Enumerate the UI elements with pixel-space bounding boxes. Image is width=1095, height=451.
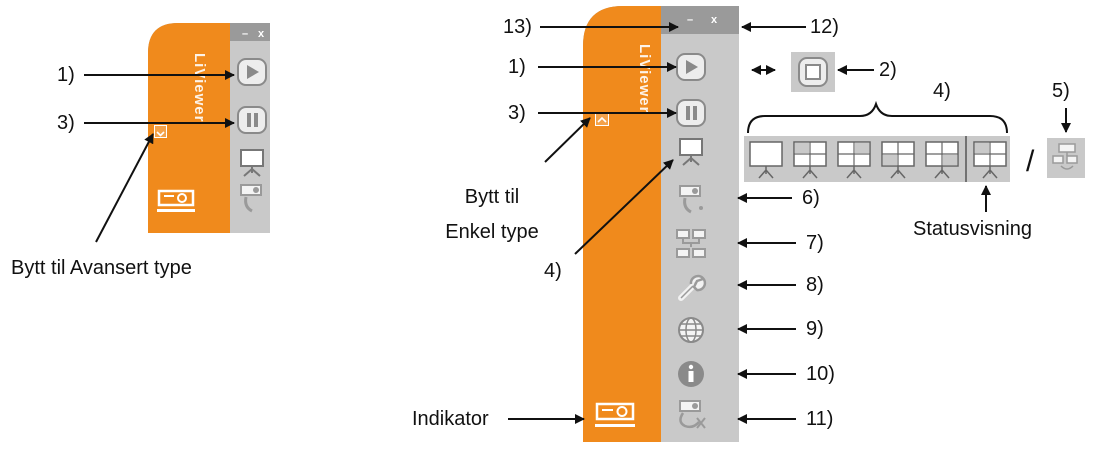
presentation-icon bbox=[679, 138, 703, 166]
split-layout-button-6[interactable] bbox=[973, 141, 1007, 179]
split-layout-button-1[interactable] bbox=[749, 141, 783, 179]
info-icon bbox=[678, 361, 704, 387]
close-button[interactable]: x bbox=[710, 14, 718, 26]
advanced-panel: – x LiViewer bbox=[583, 6, 739, 442]
presentation-button[interactable] bbox=[232, 145, 272, 179]
collapse-button[interactable] bbox=[595, 112, 609, 126]
label-slash: / bbox=[1026, 145, 1035, 178]
label-play-simple: 1) bbox=[57, 64, 75, 86]
label-control: 6) bbox=[802, 187, 820, 209]
label-disconnect: 11) bbox=[806, 408, 834, 430]
network-icon bbox=[676, 229, 706, 258]
split-layout-button-3[interactable] bbox=[837, 141, 871, 179]
globe-icon bbox=[678, 317, 704, 343]
label-network: 7) bbox=[806, 232, 824, 254]
split-view-strip bbox=[744, 136, 1010, 182]
label-switch-simple-1: Bytt til bbox=[464, 186, 520, 208]
minimize-button[interactable]: – bbox=[241, 28, 249, 40]
label-switch-simple-2: Enkel type bbox=[445, 221, 539, 243]
disconnect-icon bbox=[679, 400, 706, 429]
split-layout-button-2[interactable] bbox=[793, 141, 827, 179]
presentation-button[interactable] bbox=[671, 134, 711, 168]
wrench-icon bbox=[678, 274, 707, 301]
label-status: Statusvisning bbox=[913, 218, 1032, 240]
projector-control-icon bbox=[679, 185, 703, 214]
label-presentation: 4) bbox=[544, 260, 562, 282]
play-button[interactable] bbox=[232, 55, 272, 89]
label-switch-advanced: Bytt til Avansert type bbox=[11, 257, 192, 279]
pause-button[interactable] bbox=[671, 96, 711, 130]
pause-icon bbox=[676, 99, 706, 127]
projector-indicator bbox=[156, 187, 196, 217]
expand-button[interactable] bbox=[154, 125, 167, 138]
status-view-icon bbox=[1052, 143, 1078, 170]
pause-icon bbox=[237, 106, 267, 134]
label-pause: 3) bbox=[508, 102, 526, 124]
close-button[interactable]: x bbox=[257, 28, 265, 40]
info-button[interactable] bbox=[671, 357, 711, 391]
web-button[interactable] bbox=[671, 313, 711, 347]
split-layout-button-5[interactable] bbox=[925, 141, 959, 179]
play-button[interactable] bbox=[671, 50, 711, 84]
pause-button[interactable] bbox=[232, 103, 272, 137]
expand-icon bbox=[156, 131, 165, 137]
settings-button[interactable] bbox=[671, 270, 711, 304]
status-view-button[interactable] bbox=[1047, 138, 1085, 178]
minimize-button[interactable]: – bbox=[686, 14, 694, 26]
disconnect-button[interactable] bbox=[671, 398, 711, 432]
collapse-icon bbox=[597, 116, 607, 123]
label-minimize: 13) bbox=[503, 16, 532, 38]
label-play: 1) bbox=[508, 56, 526, 78]
label-pause-simple: 3) bbox=[57, 112, 75, 134]
projector-control-button[interactable] bbox=[232, 181, 272, 215]
label-info: 10) bbox=[806, 363, 835, 385]
label-web: 9) bbox=[806, 318, 824, 340]
split-layout-button-4[interactable] bbox=[881, 141, 915, 179]
projector-indicator-icon bbox=[157, 189, 195, 212]
label-status-view-number: 5) bbox=[1052, 80, 1070, 102]
projector-indicator-icon bbox=[595, 402, 635, 427]
stop-button[interactable] bbox=[791, 52, 835, 92]
label-indicator: Indikator bbox=[412, 408, 489, 430]
projector-control-icon bbox=[240, 184, 262, 213]
label-settings: 8) bbox=[806, 274, 824, 296]
label-split: 4) bbox=[933, 80, 951, 102]
projector-control-button[interactable] bbox=[671, 182, 711, 216]
stop-icon bbox=[798, 57, 828, 87]
play-icon bbox=[237, 58, 267, 86]
projector-indicator bbox=[593, 400, 637, 432]
presentation-icon bbox=[240, 149, 264, 177]
network-button[interactable] bbox=[671, 227, 711, 261]
label-close: 12) bbox=[810, 16, 839, 38]
play-icon bbox=[676, 53, 706, 81]
label-stop: 2) bbox=[879, 59, 897, 81]
